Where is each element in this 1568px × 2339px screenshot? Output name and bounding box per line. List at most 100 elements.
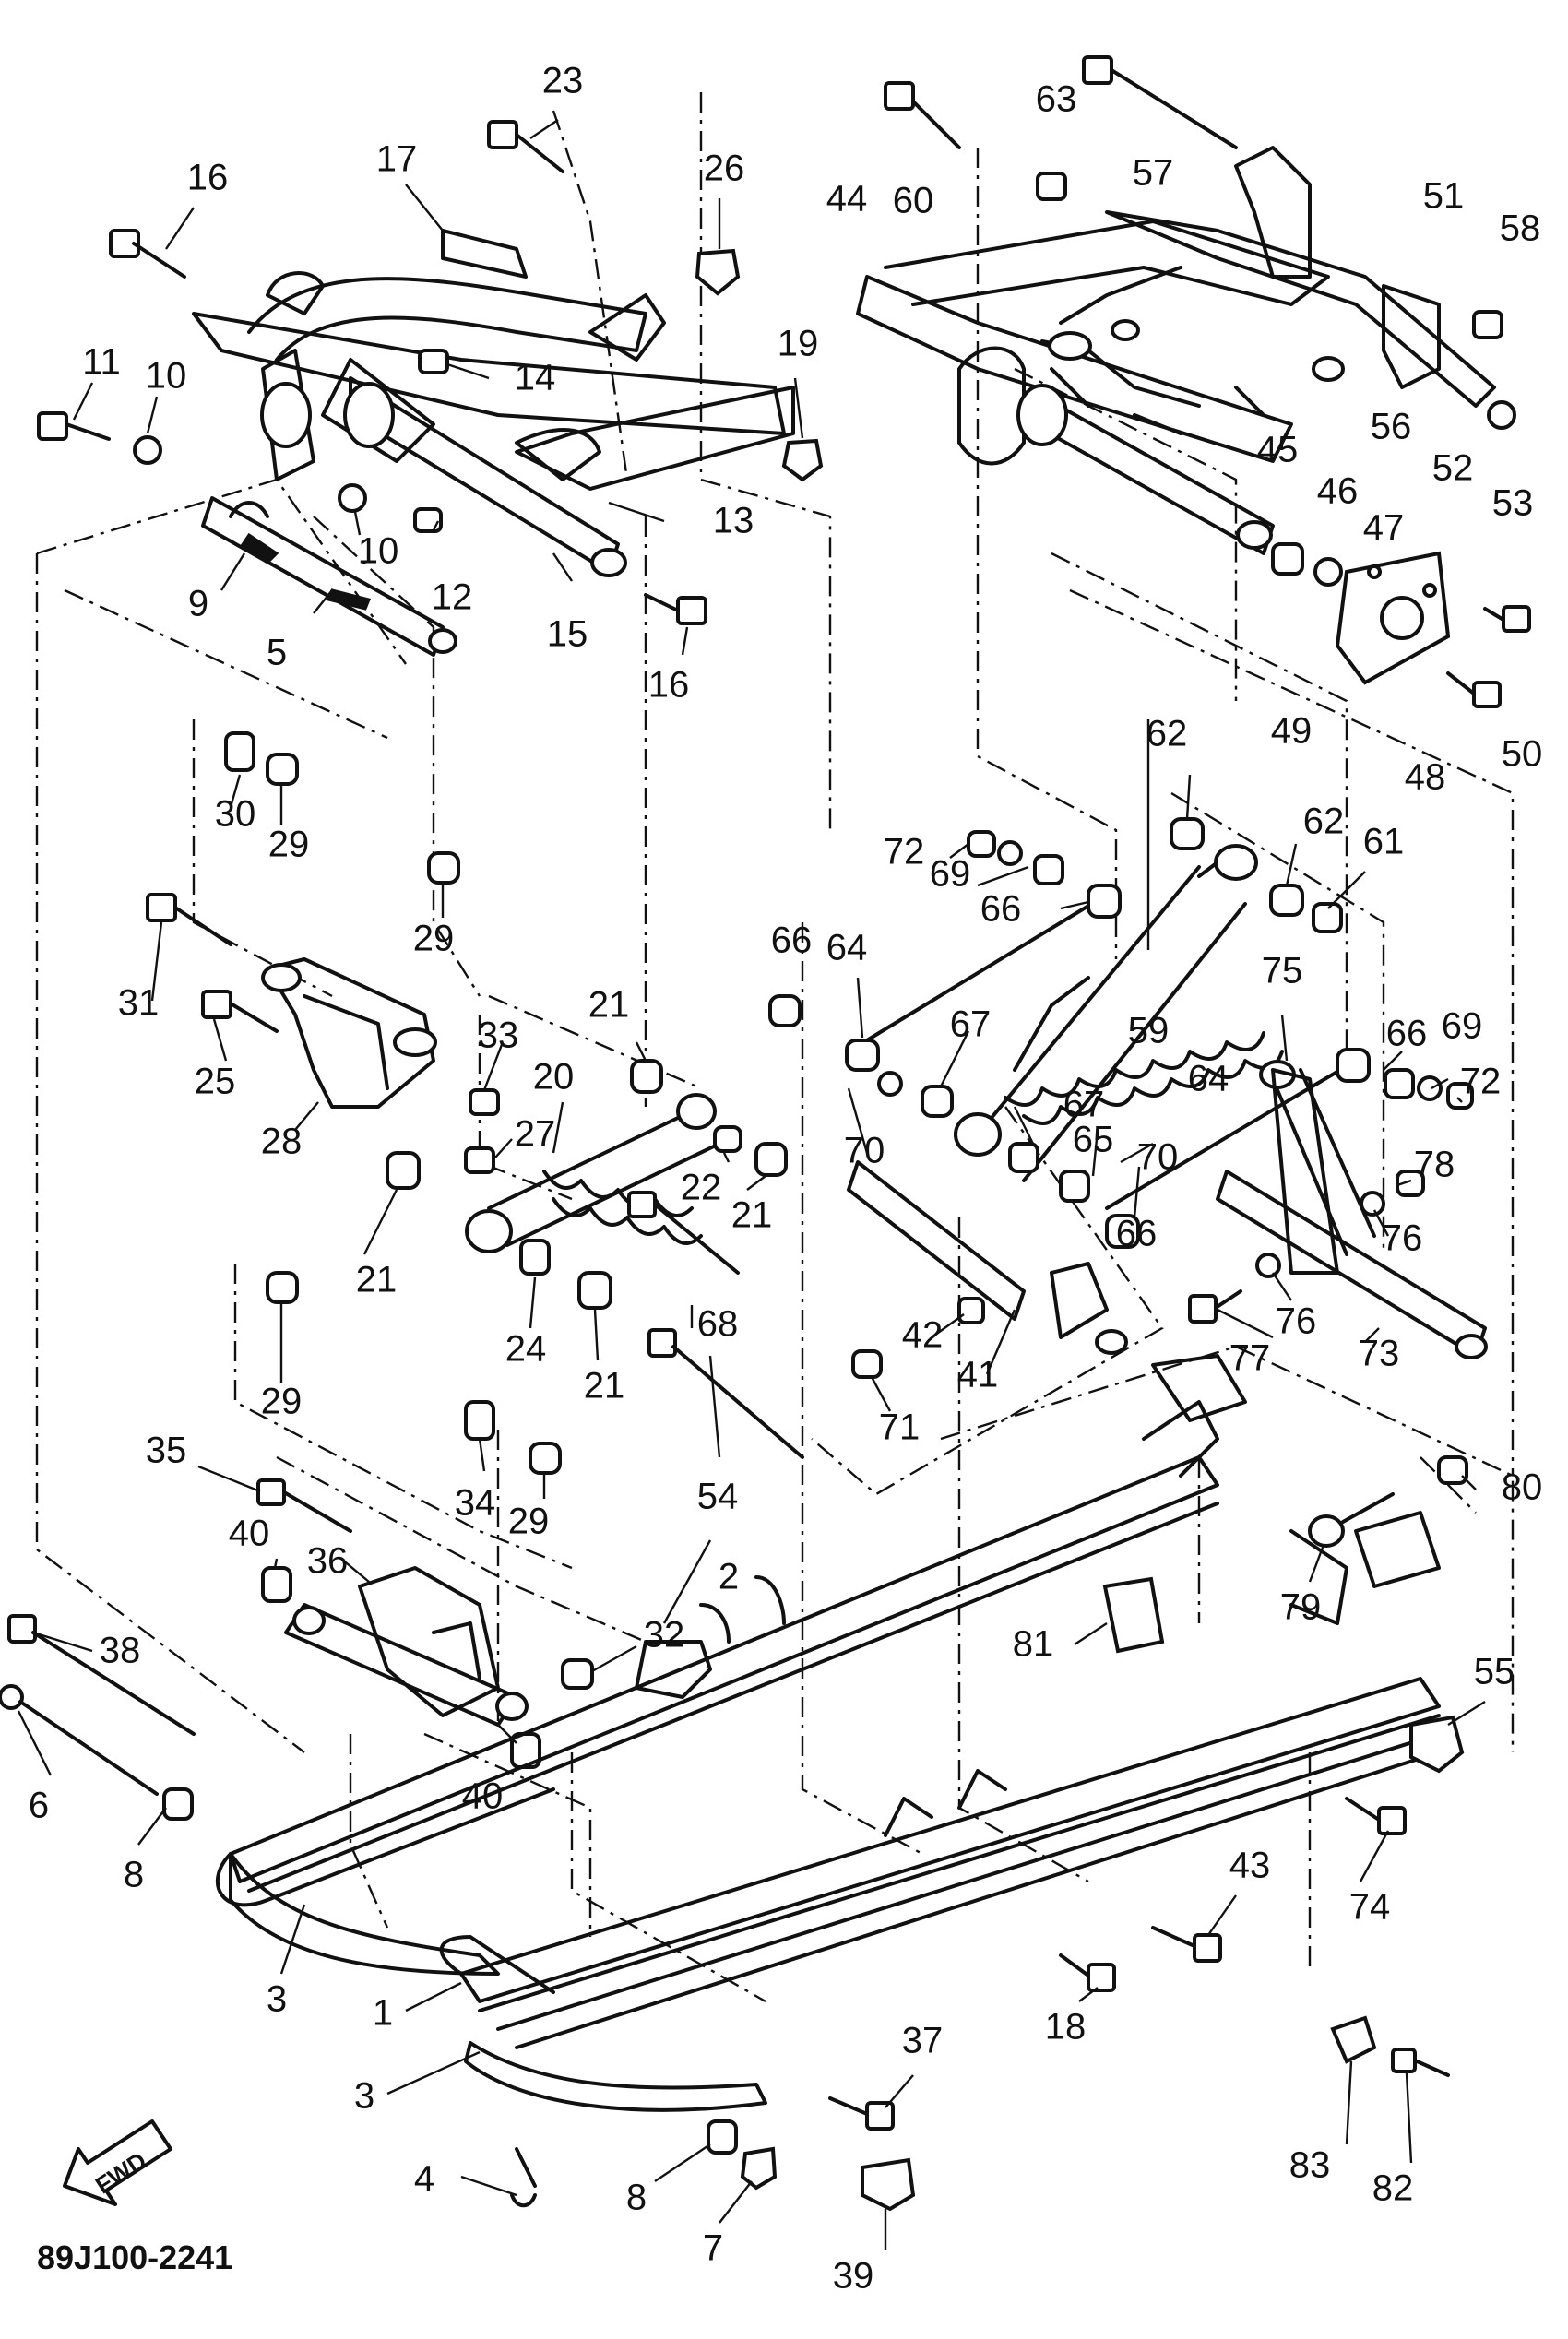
- callout-69-second: 69: [1442, 1006, 1483, 1047]
- callout-25: 25: [195, 1062, 236, 1102]
- callout-32: 32: [644, 1615, 685, 1656]
- lower-right-hardware: [510, 1455, 1468, 2212]
- callout-10: 10: [146, 356, 187, 397]
- callout-42: 42: [902, 1315, 944, 1356]
- callout-35: 35: [146, 1431, 187, 1471]
- callout-27: 27: [515, 1114, 556, 1155]
- diagram-code: 89J100-2241: [37, 2238, 232, 2276]
- callout-76-second: 76: [1276, 1301, 1317, 1342]
- rear-arm-assembly: [856, 55, 1531, 708]
- callout-62-second: 62: [1303, 801, 1345, 842]
- callout-79: 79: [1280, 1587, 1322, 1628]
- callout-10-second: 10: [358, 531, 399, 572]
- callout-8-second: 8: [626, 2178, 647, 2218]
- assembly-guide-lines: [35, 92, 1515, 2003]
- callout-73: 73: [1359, 1334, 1400, 1374]
- callout-40: 40: [229, 1514, 270, 1554]
- callout-66-fourth: 66: [1386, 1014, 1428, 1054]
- callout-39: 39: [833, 2256, 874, 2297]
- upper-left-hardware: [37, 120, 824, 885]
- callout-19: 19: [778, 324, 819, 364]
- callout-64-second: 64: [1188, 1059, 1229, 1099]
- callout-29-third: 29: [261, 1382, 303, 1422]
- callout-3-second: 3: [354, 2076, 374, 2117]
- callout-57: 57: [1133, 153, 1174, 194]
- callout-51: 51: [1423, 176, 1465, 217]
- callout-29: 29: [268, 825, 310, 865]
- callout-38: 38: [100, 1631, 141, 1671]
- callout-29-fourth: 29: [508, 1502, 550, 1542]
- callout-3: 3: [267, 1979, 287, 2020]
- callout-17: 17: [376, 139, 418, 180]
- callout-40-second: 40: [462, 1776, 504, 1817]
- callout-24: 24: [505, 1329, 547, 1370]
- callout-21-fourth: 21: [584, 1366, 625, 1407]
- callout-31: 31: [118, 983, 160, 1024]
- callout-20: 20: [533, 1057, 575, 1098]
- callout-33: 33: [478, 1015, 519, 1056]
- callout-1: 1: [373, 1993, 393, 2034]
- callout-66: 66: [980, 889, 1022, 930]
- callout-26: 26: [704, 148, 745, 189]
- callout-58: 58: [1500, 208, 1541, 249]
- callout-71: 71: [879, 1407, 921, 1448]
- callout-67-second: 67: [1063, 1085, 1105, 1125]
- callout-15: 15: [547, 614, 588, 655]
- long-bolts: [0, 1328, 804, 1821]
- slide-rails: [215, 1354, 1441, 2112]
- callout-34: 34: [455, 1483, 496, 1524]
- callout-64: 64: [826, 928, 868, 968]
- callout-7: 7: [703, 2228, 723, 2269]
- rear-shock-absorber: [954, 817, 1343, 1182]
- callout-61: 61: [1363, 822, 1405, 862]
- callout-23: 23: [542, 61, 584, 101]
- callout-54: 54: [697, 1477, 739, 1517]
- callout-70: 70: [844, 1131, 885, 1171]
- callout-66-second: 66: [771, 920, 813, 961]
- callout-67: 67: [950, 1004, 992, 1045]
- front-bracket-assembly: [146, 893, 562, 1475]
- callout-72: 72: [884, 832, 925, 873]
- callout-14: 14: [515, 358, 556, 398]
- callout-83: 83: [1289, 2145, 1331, 2186]
- callout-60: 60: [893, 181, 934, 221]
- callout-81: 81: [1013, 1624, 1054, 1665]
- callout-12: 12: [432, 577, 473, 618]
- callout-18: 18: [1045, 2007, 1087, 2048]
- callout-28: 28: [261, 1122, 303, 1162]
- callout-52: 52: [1432, 448, 1474, 489]
- callout-46: 46: [1317, 471, 1359, 512]
- callout-4: 4: [414, 2159, 434, 2200]
- callout-16: 16: [187, 158, 229, 198]
- callout-53: 53: [1492, 483, 1534, 524]
- callout-37: 37: [902, 2021, 944, 2061]
- callout-6: 6: [29, 1786, 49, 1826]
- callout-70-second: 70: [1137, 1137, 1179, 1178]
- callout-78: 78: [1414, 1145, 1455, 1185]
- callout-22: 22: [681, 1168, 722, 1208]
- callout-55: 55: [1474, 1652, 1515, 1692]
- callout-21-third: 21: [356, 1260, 398, 1300]
- callout-82: 82: [1372, 2168, 1414, 2209]
- callout-43: 43: [1229, 1846, 1271, 1886]
- callout-62: 62: [1146, 714, 1188, 754]
- front-arm-assembly: [192, 229, 795, 657]
- callout-49: 49: [1271, 711, 1313, 752]
- callout-16-second: 16: [648, 665, 690, 706]
- callout-80: 80: [1502, 1467, 1543, 1508]
- callout-50: 50: [1502, 734, 1543, 775]
- callout-75: 75: [1262, 951, 1303, 991]
- callout-63: 63: [1036, 79, 1077, 120]
- callout-66-third: 66: [1116, 1214, 1158, 1254]
- callout-74: 74: [1349, 1887, 1391, 1928]
- callout-68: 68: [697, 1304, 739, 1345]
- callout-30: 30: [215, 794, 256, 835]
- callout-59: 59: [1128, 1011, 1170, 1051]
- callout-47: 47: [1363, 508, 1405, 549]
- callout-21-second: 21: [731, 1195, 773, 1236]
- callout-65: 65: [1073, 1120, 1114, 1160]
- callout-numbers: 16 17 23 26 19 14 11 10 10 12 13 15 16 9…: [29, 61, 1542, 2297]
- leader-lines: [17, 119, 1486, 2250]
- callout-41: 41: [957, 1355, 999, 1395]
